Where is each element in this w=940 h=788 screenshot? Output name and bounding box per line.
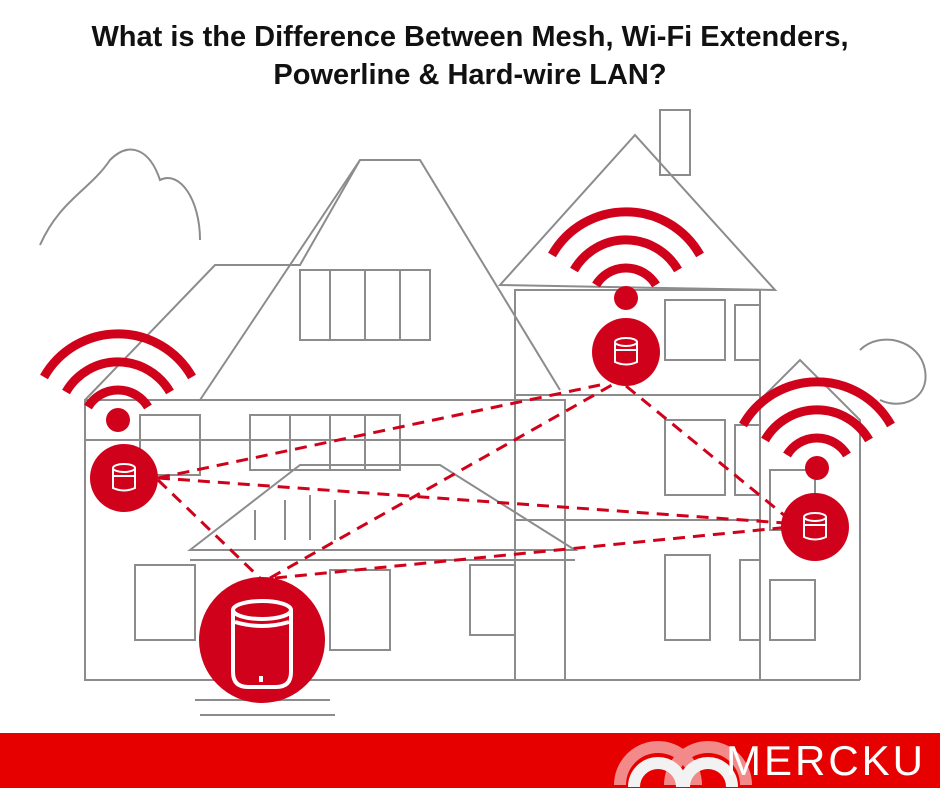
title-line-2: Powerline & Hard-wire LAN? [273,59,667,91]
mesh-node-icon [592,318,660,386]
wifi-dot-icon [106,408,130,432]
wifi-icon [548,207,704,288]
footer-banner: MERCKU [0,733,940,788]
house-sketch [39,109,927,716]
title-line-1: What is the Difference Between Mesh, Wi-… [91,21,849,53]
wifi-dot-icon [805,456,829,480]
wifi-icon [40,329,196,410]
mercku-logo [614,741,752,787]
mesh-node-icon [90,444,158,512]
connection-lines [156,383,791,582]
page-title: What is the Difference Between Mesh, Wi-… [0,18,940,94]
mesh-node-icon [781,493,849,561]
brand-name: MERCKU [725,737,926,784]
router-icon [199,577,325,703]
wifi-icon [739,377,895,458]
wifi-dot-icon [614,286,638,310]
